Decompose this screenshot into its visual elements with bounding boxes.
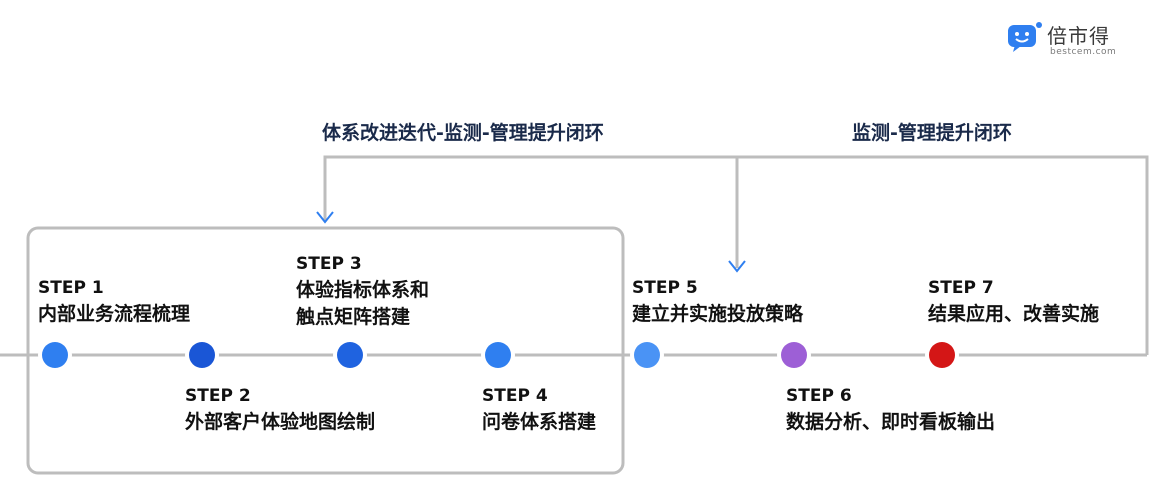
step-1-label: STEP 1 内部业务流程梳理 (38, 276, 190, 328)
step-number: STEP 5 (632, 278, 698, 298)
loop-label-right: 监测-管理提升闭环 (852, 122, 1012, 144)
step-description: 触点矩阵搭建 (296, 306, 411, 328)
brand-name: 倍市得 (1047, 24, 1110, 48)
step-7-label: STEP 7 结果应用、改善实施 (928, 276, 1099, 328)
logo-speech-bubble-icon (1008, 22, 1042, 52)
step-6-label: STEP 6 数据分析、即时看板输出 (786, 384, 995, 436)
step-5-label: STEP 5 建立并实施投放策略 (632, 276, 803, 328)
brand-logo: 倍市得 bestcem.com (1007, 20, 1127, 66)
step-description: 数据分析、即时看板输出 (786, 411, 996, 433)
step-5-node (634, 342, 660, 368)
step-number: STEP 1 (38, 278, 104, 298)
step-2-node (189, 342, 215, 368)
step-3-label: STEP 3 体验指标体系和 触点矩阵搭建 (296, 252, 429, 331)
step-number: STEP 7 (928, 278, 994, 298)
loop-label-left: 体系改进迭代-监测-管理提升闭环 (322, 122, 604, 144)
step-description: 问卷体系搭建 (482, 411, 597, 433)
step-description: 体验指标体系和 (296, 279, 430, 301)
step-number: STEP 6 (786, 386, 852, 406)
step-2-label: STEP 2 外部客户体验地图绘制 (185, 384, 375, 436)
step-number: STEP 2 (185, 386, 251, 406)
step-description: 外部客户体验地图绘制 (185, 411, 376, 433)
phase-group-box (26, 226, 625, 475)
step-description: 内部业务流程梳理 (38, 303, 191, 325)
step-4-node (485, 342, 511, 368)
step-1-node (42, 342, 68, 368)
step-6-node (781, 342, 807, 368)
down-arrow-icon (728, 260, 746, 273)
step-4-label: STEP 4 问卷体系搭建 (482, 384, 596, 436)
down-arrow-icon (316, 211, 334, 224)
step-3-node (337, 342, 363, 368)
step-description: 结果应用、改善实施 (928, 303, 1100, 325)
brand-domain: bestcem.com (1050, 47, 1117, 57)
step-7-node (929, 342, 955, 368)
step-description: 建立并实施投放策略 (632, 303, 804, 325)
step-number: STEP 3 (296, 254, 362, 274)
step-number: STEP 4 (482, 386, 548, 406)
